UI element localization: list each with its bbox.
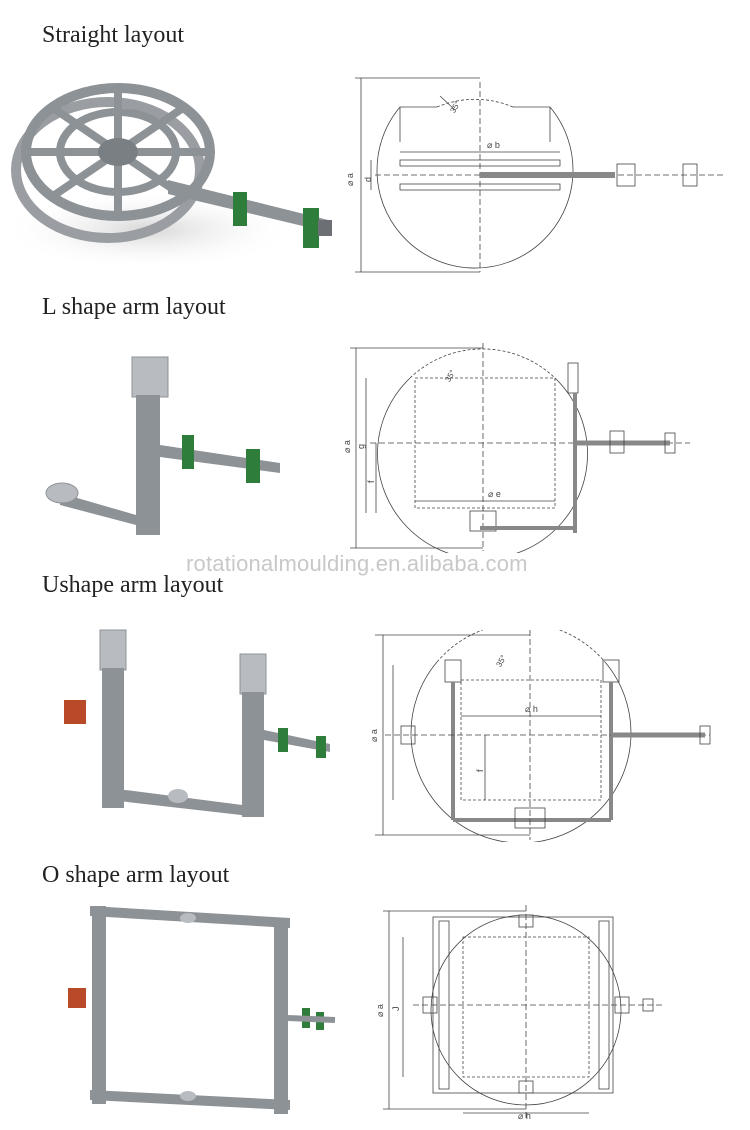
section-title-straight: Straight layout xyxy=(42,22,184,48)
angle-label: 35° xyxy=(494,653,508,668)
angle-label: 35° xyxy=(443,368,457,383)
l-shape-drawing: ⌀ a g f ⌀ e 35° xyxy=(342,343,690,553)
dimension-h-label: ⌀ h xyxy=(525,704,538,714)
dimension-b-label: ⌀ b xyxy=(487,140,500,150)
dimension-g-label: g xyxy=(356,444,366,449)
dimension-f-label: f xyxy=(475,769,485,772)
dimension-e-label: ⌀ e xyxy=(488,489,501,499)
dimension-a-label: ⌀ a xyxy=(369,729,379,742)
u-shape-drawing: ⌀ a f ⌀ h 35° xyxy=(369,630,711,842)
l-shape-3d-model xyxy=(45,356,280,535)
dimension-j-label: J xyxy=(391,1007,401,1012)
section-title-o-shape: O shape arm layout xyxy=(42,862,230,888)
watermark: rotationalmoulding.en.alibaba.com xyxy=(186,551,528,576)
dimension-a-label: ⌀ a xyxy=(375,1004,385,1017)
dimension-d-label: d xyxy=(363,177,373,182)
straight-layout-3d-model xyxy=(8,83,332,270)
straight-layout-drawing: ⌀ a d ⌀ b 35° xyxy=(345,77,725,273)
o-shape-3d-model xyxy=(68,906,336,1114)
dimension-f-label: f xyxy=(366,480,376,483)
dimension-a-label: ⌀ a xyxy=(342,440,352,453)
o-shape-drawing: ⌀ a J ⌀ h xyxy=(375,905,663,1121)
angle-label: 35° xyxy=(448,99,462,114)
section-title-u-shape: Ushape arm layout xyxy=(42,572,224,598)
dimension-a-label: ⌀ a xyxy=(345,173,355,186)
section-title-l-shape: L shape arm layout xyxy=(42,294,226,320)
u-shape-3d-model xyxy=(64,629,330,817)
dimension-h-label: ⌀ h xyxy=(518,1111,531,1121)
